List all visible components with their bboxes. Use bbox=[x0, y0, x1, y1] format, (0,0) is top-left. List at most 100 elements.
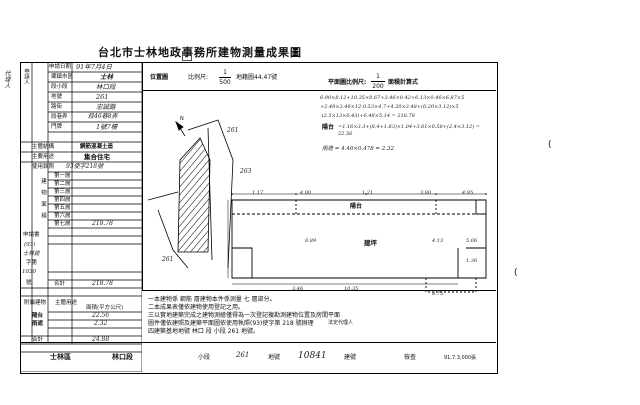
applicant-label: 申請人 bbox=[23, 68, 29, 85]
dim-top-1: 4.00 bbox=[300, 190, 312, 196]
side-label-0: 申請書 bbox=[23, 232, 40, 238]
main-use-label: 主要用途 bbox=[32, 154, 55, 160]
note-line-2: 二本成果表僅依建物使用登記之用。 bbox=[148, 304, 245, 311]
dim-bottom-0: 10.35 bbox=[344, 286, 359, 292]
dim-top-0: 1.17 bbox=[252, 190, 264, 196]
row-label-road: 路街 bbox=[51, 104, 63, 110]
row-label-door: 門牌 bbox=[51, 124, 63, 130]
floor-value-7: 218.78 bbox=[92, 220, 113, 227]
footer-lot-value: 261 bbox=[236, 351, 250, 359]
map-divider-vertical bbox=[142, 62, 143, 290]
floor-label-5: 第五層 bbox=[54, 205, 71, 211]
side-label-1: (93) bbox=[24, 242, 36, 248]
plan-scale-fraction-line bbox=[371, 81, 385, 82]
parcel-label-bottom: 261 bbox=[162, 256, 174, 263]
paren-mark-2: ( bbox=[514, 268, 518, 278]
balcony-formula: =1.16×3.3+(8.4+1.63)×1.04+3.61×0.58+(2.4… bbox=[338, 124, 480, 137]
dim-top-3: 3.80 bbox=[420, 190, 432, 196]
row-label-lane: 段巷弄 bbox=[51, 114, 68, 120]
main-structure-label: 主體結構 bbox=[32, 144, 55, 150]
document-title: 台北市士林地政事務所建物測量成果圖 bbox=[98, 46, 302, 59]
location-map-drawing bbox=[148, 100, 248, 270]
footer-subsection: 小段 bbox=[198, 354, 211, 361]
plan-scale-den: 200 bbox=[372, 83, 384, 90]
dim-side-0: 8.89 bbox=[305, 238, 317, 244]
eave-formula: 雨遮 = 4.46×0.478 = 2.32 bbox=[322, 146, 395, 152]
footer-building-value: 10841 bbox=[298, 351, 327, 361]
map-scale-den: 500 bbox=[219, 79, 231, 86]
row-value-road: 忠誠路 bbox=[96, 103, 116, 111]
map-scale-num: 1 bbox=[223, 69, 227, 76]
use-permit-value: 93使字218號 bbox=[66, 163, 104, 170]
row-label-lot: 地號 bbox=[51, 94, 63, 100]
area-label: 建物面積 bbox=[40, 178, 46, 224]
row-value-lot: 261 bbox=[96, 93, 109, 101]
floor-label-6: 第六層 bbox=[54, 213, 71, 219]
side-label-2: 士林建 bbox=[23, 251, 40, 257]
calc-line-2: +2.49×3.46×12-0.53×4.7+4.20×3.48+(6.20×3… bbox=[320, 104, 459, 110]
info-table-grid bbox=[20, 62, 142, 372]
official-seal bbox=[182, 51, 192, 61]
note-line-4: 圖件僅依建照及建築平面圖依使用執照(93)使字第 218 號辦理 bbox=[148, 320, 314, 327]
parcel-label-top: 261 bbox=[227, 127, 239, 134]
floor-plan-scale-label: 平面圖比例尺: bbox=[328, 79, 367, 86]
footer-district: 士林區 bbox=[50, 353, 71, 361]
floor-label-2: 第二層 bbox=[54, 181, 71, 187]
paren-mark-1: ( bbox=[548, 140, 552, 150]
footer-lot-label: 地號 bbox=[268, 354, 281, 361]
side-label-3: 字第 bbox=[26, 260, 38, 266]
side-label-5: 號 bbox=[26, 280, 32, 286]
scale-label: 比例尺: bbox=[188, 74, 209, 81]
grand-total-value: 24.88 bbox=[92, 336, 110, 343]
floor-label-3: 第三層 bbox=[54, 189, 71, 195]
map-scale-fraction-line bbox=[219, 77, 231, 78]
balcony-calc-label: 陽台 bbox=[322, 124, 335, 131]
location-map-header: 位置圖 bbox=[150, 74, 169, 81]
note-line-1: 一本建物係 鋼筋 層建物本件係測量 七 層部分。 bbox=[148, 296, 276, 303]
accessory-row-eave-label: 雨遮 bbox=[32, 321, 44, 327]
dim-top-2: 1.21 bbox=[362, 190, 374, 196]
notes-divider-top bbox=[142, 290, 496, 291]
use-permit-label: 使用執照 bbox=[32, 164, 55, 170]
note-line-5: 四建築基地地號 林口 段 小段 261 地號。 bbox=[148, 328, 259, 335]
footer-surveyor-label: 檢查 bbox=[404, 354, 417, 361]
parcel-label-right: 263 bbox=[240, 168, 252, 175]
dim-side-1: 4.13 bbox=[432, 238, 444, 244]
dim-top-4: 4.95 bbox=[462, 190, 474, 196]
accessory-area-label: 面積(平方公尺) bbox=[86, 305, 124, 311]
plan-scale-num: 1 bbox=[376, 73, 380, 80]
footer-building-label: 建號 bbox=[344, 354, 357, 361]
accessory-use-label: 主體用途 bbox=[55, 300, 78, 306]
grand-total-label: 合計 bbox=[32, 337, 44, 343]
header-divider bbox=[142, 90, 496, 91]
plan-room-balcony: 陽台 bbox=[350, 203, 363, 210]
total-value: 218.78 bbox=[92, 280, 113, 287]
side-label-4: 1030 bbox=[22, 269, 36, 275]
calc-line-3: -(2.5×13×6.43)+6.48×5.14 = 218.78 bbox=[320, 113, 415, 119]
apply-date-label: 申請日期 bbox=[49, 64, 72, 70]
legal-agent-label: 法定代理人 bbox=[328, 320, 354, 326]
floor-label-4: 第四層 bbox=[54, 197, 71, 203]
accessory-row-balcony-value: 22.56 bbox=[92, 312, 110, 319]
row-value-door: 1號7樓 bbox=[96, 123, 118, 131]
document-frame bbox=[20, 62, 498, 374]
footer-section: 林口段 bbox=[112, 353, 133, 361]
floor-label-7: 第七層 bbox=[54, 221, 71, 227]
north-arrow-label: N bbox=[180, 116, 184, 122]
cadastral-sheet-label: 地籍圖44,47號 bbox=[236, 74, 278, 81]
footer-divider bbox=[20, 342, 496, 343]
accessory-row-balcony-label: 陽台 bbox=[32, 313, 44, 319]
row-value-district: 士林 bbox=[100, 73, 113, 81]
dim-bottom-2: 8.75 bbox=[432, 291, 444, 297]
accessory-label: 附屬建物 bbox=[24, 300, 47, 306]
row-value-section: 林口段 bbox=[96, 83, 116, 91]
main-use-value: 集合住宅 bbox=[84, 153, 110, 161]
total-label: 合計 bbox=[54, 281, 66, 287]
row-value-lane: 段46巷8弄 bbox=[88, 113, 118, 120]
row-label-section: 段小段 bbox=[51, 84, 68, 90]
row-label-district: 鄉鎮市區 bbox=[51, 74, 74, 80]
area-calc-header: 面積計算式 bbox=[388, 79, 419, 86]
floor-label-1: 第一層 bbox=[54, 173, 71, 179]
agent-note: 代理人 bbox=[3, 70, 10, 88]
apply-date-value: 91年7月4日 bbox=[76, 63, 113, 71]
